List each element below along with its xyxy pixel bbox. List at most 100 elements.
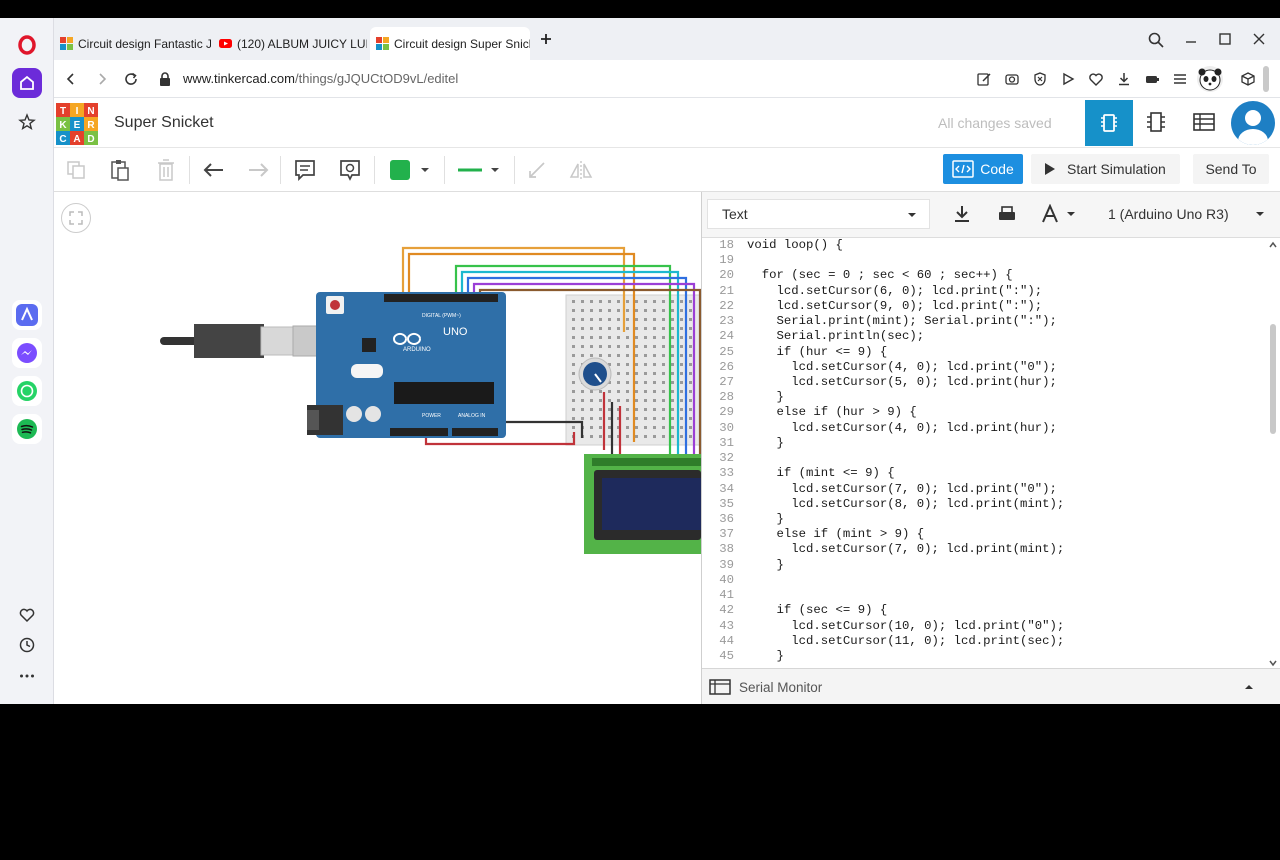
tab-youtube[interactable]: (120) ALBUM JUICY LUICY xyxy=(213,27,367,60)
code-line[interactable]: 26 lcd.setCursor(4, 0); lcd.print("0"); xyxy=(702,360,1267,375)
spotify-icon[interactable] xyxy=(12,414,42,444)
redo-icon[interactable] xyxy=(244,154,272,186)
code-line[interactable]: 38 lcd.setCursor(7, 0); lcd.print(mint); xyxy=(702,542,1267,557)
code-line[interactable]: 37 else if (mint > 9) { xyxy=(702,527,1267,542)
more-icon[interactable] xyxy=(12,661,42,691)
code-line[interactable]: 28 } xyxy=(702,390,1267,405)
usb-cable[interactable] xyxy=(160,324,344,358)
start-simulation-button[interactable]: Start Simulation xyxy=(1031,154,1180,184)
code-line[interactable]: 27 lcd.setCursor(5, 0); lcd.print(hur); xyxy=(702,375,1267,390)
star-icon[interactable] xyxy=(12,107,42,137)
code-button[interactable]: Code xyxy=(943,154,1023,184)
heart-icon[interactable] xyxy=(12,600,42,630)
aria-icon[interactable] xyxy=(12,300,42,330)
send-to-button[interactable]: Send To xyxy=(1193,154,1269,184)
reload-icon[interactable] xyxy=(123,71,139,87)
code-line[interactable]: 30 lcd.setCursor(4, 0); lcd.print(hur); xyxy=(702,421,1267,436)
upload-code-button[interactable] xyxy=(989,199,1025,229)
undo-icon[interactable] xyxy=(200,154,228,186)
battery-saver-icon[interactable] xyxy=(1144,71,1160,87)
maximize-icon[interactable] xyxy=(1217,31,1233,47)
device-selector[interactable]: 1 (Arduino Uno R3) xyxy=(1095,199,1275,229)
profile-panda-icon[interactable] xyxy=(1197,66,1223,92)
tab-circuit-fantastic[interactable]: Circuit design Fantastic Ja xyxy=(54,27,211,60)
history-icon[interactable] xyxy=(12,630,42,660)
editor-mode-dropdown[interactable]: Text xyxy=(707,199,930,229)
wire-type-picker[interactable] xyxy=(452,154,506,186)
home-icon[interactable] xyxy=(12,68,42,98)
download-code-button[interactable] xyxy=(944,199,980,229)
code-line[interactable]: 19 xyxy=(702,253,1267,268)
edit-page-icon[interactable] xyxy=(976,71,992,87)
font-size-dropdown[interactable] xyxy=(1035,199,1081,229)
code-line[interactable]: 25 if (hur <= 9) { xyxy=(702,345,1267,360)
code-line[interactable]: 24 Serial.println(sec); xyxy=(702,329,1267,344)
search-tabs-icon[interactable] xyxy=(1147,31,1165,49)
visibility-icon[interactable] xyxy=(335,154,365,186)
code-line[interactable]: 43 lcd.setCursor(10, 0); lcd.print("0"); xyxy=(702,619,1267,634)
url-field[interactable]: www.tinkercad.com/things/gJQUCtOD9vL/edi… xyxy=(183,71,458,86)
address-bar-scrollbar[interactable] xyxy=(1263,66,1269,92)
code-scrollbar[interactable] xyxy=(1268,240,1278,668)
notes-icon[interactable] xyxy=(290,154,320,186)
project-title[interactable]: Super Snicket xyxy=(114,114,214,131)
new-tab-icon[interactable] xyxy=(538,31,554,47)
code-line[interactable]: 23 Serial.print(mint); Serial.print(":")… xyxy=(702,314,1267,329)
code-line[interactable]: 42 if (sec <= 9) { xyxy=(702,603,1267,618)
paste-icon[interactable] xyxy=(106,154,134,186)
potentiometer[interactable] xyxy=(578,357,612,391)
lcd-display[interactable] xyxy=(584,454,701,554)
code-line[interactable]: 35 lcd.setCursor(8, 0); lcd.print(mint); xyxy=(702,497,1267,512)
user-avatar[interactable] xyxy=(1231,101,1275,145)
tab-circuit-super-snicket[interactable]: Circuit design Super Snick xyxy=(370,27,530,60)
code-line[interactable]: 29 else if (hur > 9) { xyxy=(702,405,1267,420)
snapshot-icon[interactable] xyxy=(1004,71,1020,87)
code-line[interactable]: 32 xyxy=(702,451,1267,466)
adblock-icon[interactable] xyxy=(1032,71,1048,87)
messenger-icon[interactable] xyxy=(12,338,42,368)
easy-setup-icon[interactable] xyxy=(1172,71,1188,87)
code-line[interactable]: 36 } xyxy=(702,512,1267,527)
lock-icon[interactable] xyxy=(158,71,172,87)
code-line[interactable]: 40 xyxy=(702,573,1267,588)
copy-icon[interactable] xyxy=(62,154,90,186)
schematic-view-icon[interactable] xyxy=(1144,110,1168,134)
code-line[interactable]: 33 if (mint <= 9) { xyxy=(702,466,1267,481)
code-line[interactable]: 21 lcd.setCursor(6, 0); lcd.print(":"); xyxy=(702,284,1267,299)
arduino-uno-board[interactable]: ARDUINO UNO DIGITAL (PWM~) POWER ANALOG … xyxy=(307,292,506,438)
forward-icon[interactable] xyxy=(94,71,110,87)
code-line[interactable]: 20 for (sec = 0 ; sec < 60 ; sec++) { xyxy=(702,268,1267,283)
code-line[interactable]: 44 lcd.setCursor(11, 0); lcd.print(sec); xyxy=(702,634,1267,649)
extensions-icon[interactable] xyxy=(1240,71,1256,87)
flip-icon[interactable] xyxy=(566,154,596,186)
code-line[interactable]: 31 } xyxy=(702,436,1267,451)
wires[interactable] xyxy=(401,246,701,454)
delete-icon[interactable] xyxy=(152,154,180,186)
video-popout-icon[interactable] xyxy=(1060,71,1076,87)
circuit-view-button[interactable] xyxy=(1085,100,1133,146)
component-list-icon[interactable] xyxy=(1192,111,1216,133)
chevron-up-icon[interactable] xyxy=(1243,683,1255,691)
opera-logo-icon[interactable] xyxy=(12,30,42,60)
scroll-down-icon[interactable] xyxy=(1268,658,1278,668)
fill-color-picker[interactable] xyxy=(384,154,438,186)
bookmark-heart-icon[interactable] xyxy=(1088,71,1104,87)
download-icon[interactable] xyxy=(1116,71,1132,87)
back-icon[interactable] xyxy=(63,71,79,87)
serial-monitor-bar[interactable]: Serial Monitor xyxy=(702,668,1280,704)
scrollbar-thumb[interactable] xyxy=(1270,324,1276,434)
rotate-icon[interactable] xyxy=(522,154,552,186)
code-line[interactable]: 39 } xyxy=(702,558,1267,573)
minimize-icon[interactable] xyxy=(1183,31,1199,47)
whatsapp-icon[interactable] xyxy=(12,376,42,406)
zoom-to-fit-icon[interactable] xyxy=(61,203,91,233)
scroll-up-icon[interactable] xyxy=(1268,240,1278,250)
code-line[interactable]: 41 xyxy=(702,588,1267,603)
code-line[interactable]: 34 lcd.setCursor(7, 0); lcd.print("0"); xyxy=(702,482,1267,497)
code-line[interactable]: 45 } xyxy=(702,649,1267,664)
close-window-icon[interactable] xyxy=(1251,31,1267,47)
code-line[interactable]: 22 lcd.setCursor(9, 0); lcd.print(":"); xyxy=(702,299,1267,314)
circuit-canvas[interactable]: ARDUINO UNO DIGITAL (PWM~) POWER ANALOG … xyxy=(54,192,701,704)
